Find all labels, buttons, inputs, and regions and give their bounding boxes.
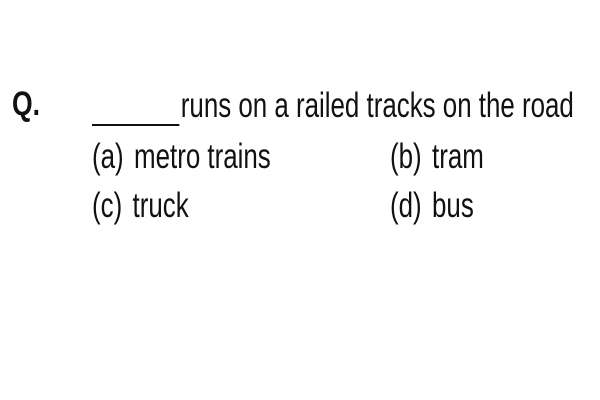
option-c: (c) truck bbox=[92, 186, 189, 226]
question-text-line: runs on a railed tracks on the road bbox=[92, 86, 574, 126]
question-text: runs on a railed tracks on the road bbox=[180, 86, 574, 125]
option-b: (b) tram bbox=[390, 137, 484, 177]
option-a-key: (a) bbox=[92, 137, 124, 176]
option-d-text: bus bbox=[432, 186, 474, 225]
option-c-key: (c) bbox=[92, 186, 123, 225]
option-b-text: tram bbox=[432, 137, 484, 176]
question-label: Q. bbox=[12, 85, 41, 123]
option-c-text: truck bbox=[132, 186, 189, 225]
option-a: (a) metro trains bbox=[92, 137, 271, 177]
option-d: (d) bus bbox=[390, 186, 474, 226]
option-b-key: (b) bbox=[390, 137, 422, 176]
option-d-key: (d) bbox=[390, 186, 422, 225]
option-a-text: metro trains bbox=[134, 137, 271, 176]
answer-blank bbox=[92, 88, 180, 126]
